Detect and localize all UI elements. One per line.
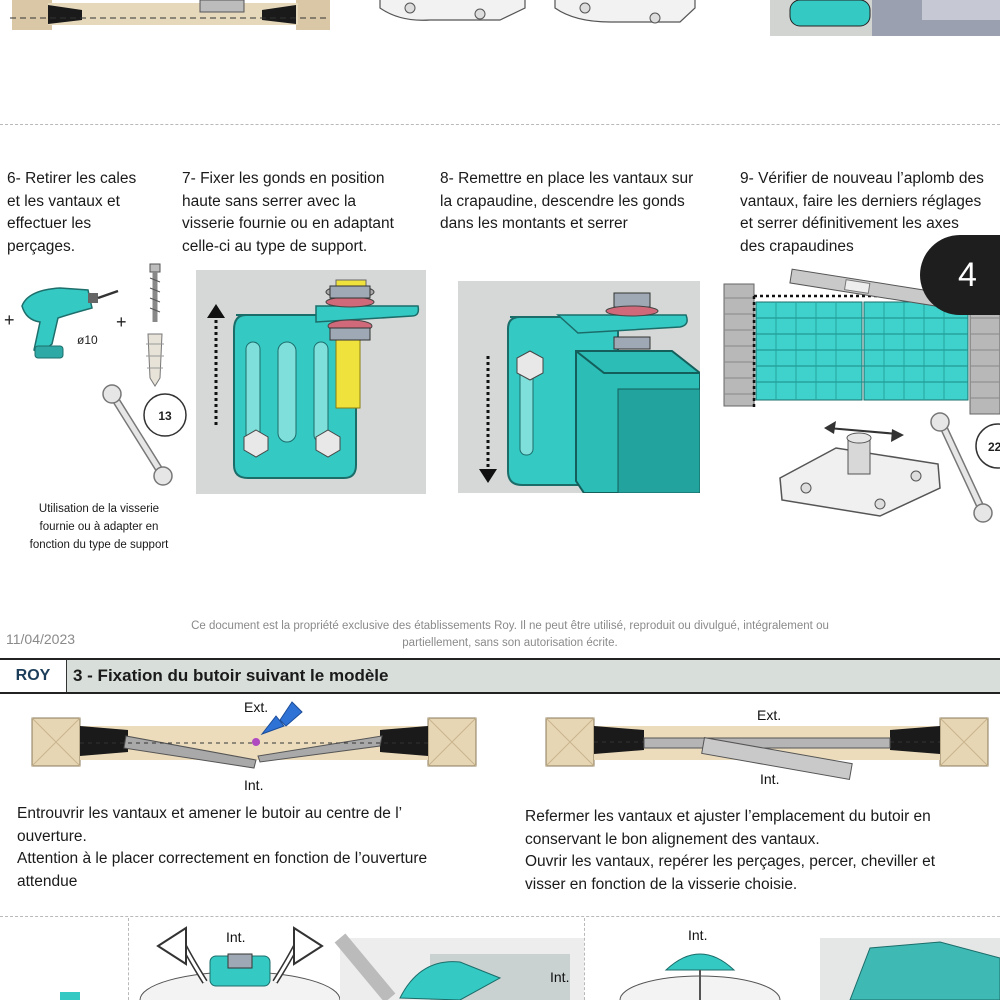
wrench-size-circle-2 [975,423,1000,469]
wrench-size-circle [143,393,187,437]
wrench-size-number: 13 [158,409,172,423]
step-7-text: 7- Fixer les gonds en position haute san… [182,170,394,255]
section-header: ROY 3 - Fixation du butoir suivant le mo… [0,658,1000,694]
stopper-diagram-closed: Ext. Int. [544,700,994,795]
ext-label-left: Ext. [244,699,268,715]
section-title: 3 - Fixation du butoir suivant le modèle [66,660,1000,692]
footer-notice: Ce document est la propriété exclusive d… [191,620,829,649]
instructions-right: Refermer les vantaux et ajuster l’emplac… [525,808,936,893]
page-number-badge: 4 [920,235,1000,315]
bottom-illustrations: Int. Int. Int. [0,918,1000,1005]
top-illustrations [10,0,1000,36]
int-label-bottom-1: Int. [226,929,245,945]
int-label-right: Int. [760,771,779,787]
wrench-size-number-2: 22 [988,440,1000,454]
instructions-left: Entrouvrir les vantaux et amener le buto… [17,805,428,890]
drill-size-label: ø10 [77,333,98,347]
gate-hinge-illustration [458,281,700,493]
ext-label-right: Ext. [757,707,781,723]
hinge-mount-illustration [196,270,426,494]
brand-label: ROY [15,667,51,684]
plus-sign-2: + [116,312,127,332]
top-illustration-strip [0,0,1000,40]
int-label-left: Int. [244,777,263,793]
int-label-bottom-3: Int. [688,927,707,943]
divider-vertical-2 [584,918,585,1000]
plus-sign-1: + [4,310,15,330]
visserie-note: Utilisation de la visserie fournie ou à … [29,503,169,551]
step-9-text: 9- Vérifier de nouveau l’aplomb des vant… [740,170,984,255]
divider-vertical-1 [128,918,129,1000]
footer-date: 11/04/2023 [6,631,76,647]
int-label-bottom-2: Int. [550,969,569,985]
divider-top [0,124,1000,125]
step-6-text: 6- Retirer les cales et les vantaux et e… [7,170,137,255]
wrench-icon [102,384,173,486]
divider-bottom [0,916,1000,917]
step-8-text: 8- Remettre en place les vantaux sur la … [440,170,694,232]
stopper-diagram-open: Ext. Int. [30,696,480,796]
drill-illustration: + + ø10 13 [0,260,190,500]
